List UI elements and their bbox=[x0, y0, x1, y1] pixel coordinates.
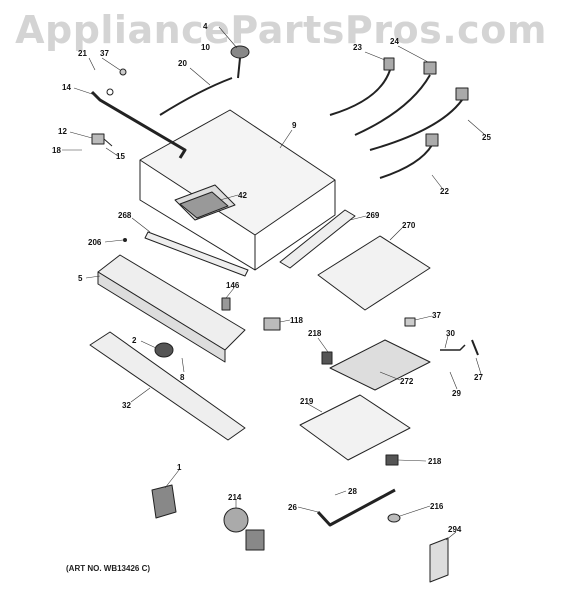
callout-18: 18 bbox=[52, 146, 61, 155]
bracket-272 bbox=[329, 339, 431, 391]
thermo-30 bbox=[440, 344, 466, 351]
callout-30: 30 bbox=[446, 329, 455, 338]
callout-2: 2 bbox=[132, 336, 137, 345]
art-number: (ART NO. WB13426 C) bbox=[66, 564, 151, 573]
callout-20: 20 bbox=[178, 59, 187, 68]
callout-219: 219 bbox=[300, 397, 314, 406]
callout-37b: 37 bbox=[432, 311, 441, 320]
igniter-218-lower bbox=[385, 454, 399, 466]
sensor-27 bbox=[471, 339, 479, 356]
callout-28: 28 bbox=[348, 487, 357, 496]
callout-24: 24 bbox=[390, 37, 399, 46]
callout-12: 12 bbox=[58, 127, 67, 136]
callout-272: 272 bbox=[400, 377, 414, 386]
callout-218-lower: 218 bbox=[428, 457, 442, 466]
callout-10: 10 bbox=[201, 43, 210, 52]
callout-labels: 4 10 21 37 20 23 24 14 9 25 12 18 15 42 … bbox=[52, 22, 491, 534]
clip-118 bbox=[263, 317, 281, 331]
gas-manifold bbox=[90, 68, 187, 159]
burner-box bbox=[139, 109, 336, 271]
valve-tubes bbox=[329, 57, 469, 179]
callout-216: 216 bbox=[430, 502, 444, 511]
callout-146: 146 bbox=[226, 281, 240, 290]
bracket-294 bbox=[429, 537, 449, 583]
callout-42: 42 bbox=[238, 191, 247, 200]
callout-5: 5 bbox=[78, 274, 83, 283]
literature-1 bbox=[151, 484, 177, 519]
callout-26: 26 bbox=[288, 503, 297, 512]
heat-shield-270 bbox=[317, 235, 431, 311]
callout-22: 22 bbox=[440, 187, 449, 196]
control-knob bbox=[154, 342, 174, 358]
callout-15: 15 bbox=[116, 152, 125, 161]
nut-216 bbox=[387, 513, 401, 523]
clip-37-lower bbox=[404, 317, 416, 327]
callout-1: 1 bbox=[177, 463, 182, 472]
burner-tube-26 bbox=[316, 488, 396, 527]
igniter-218-upper bbox=[321, 351, 333, 365]
callout-218-upper: 218 bbox=[308, 329, 322, 338]
callout-32: 32 bbox=[122, 401, 131, 410]
callout-118: 118 bbox=[290, 316, 303, 325]
callout-214: 214 bbox=[228, 493, 242, 502]
callout-14: 14 bbox=[62, 83, 71, 92]
callout-27: 27 bbox=[474, 373, 483, 382]
heat-shield-219 bbox=[299, 394, 411, 461]
callout-9: 9 bbox=[292, 121, 297, 130]
callout-29: 29 bbox=[452, 389, 461, 398]
callout-270: 270 bbox=[402, 221, 416, 230]
gas-valve bbox=[223, 507, 265, 551]
callout-37: 37 bbox=[100, 49, 109, 58]
top-igniter bbox=[230, 45, 250, 79]
lower-panel-32 bbox=[89, 331, 246, 441]
callout-294: 294 bbox=[448, 525, 462, 534]
callout-8: 8 bbox=[180, 373, 185, 382]
regulator bbox=[91, 133, 113, 147]
callout-206: 206 bbox=[88, 238, 102, 247]
callout-269: 269 bbox=[366, 211, 380, 220]
bracket-269 bbox=[279, 209, 356, 269]
screw-206 bbox=[123, 238, 127, 242]
callout-25: 25 bbox=[482, 133, 491, 142]
callout-268: 268 bbox=[118, 211, 132, 220]
watermark: AppliancePartsPros.com bbox=[15, 8, 547, 52]
callout-21: 21 bbox=[78, 49, 87, 58]
front-panel bbox=[97, 254, 246, 363]
gas-tube bbox=[159, 77, 233, 116]
callout-23: 23 bbox=[353, 43, 362, 52]
callout-4: 4 bbox=[203, 22, 208, 31]
bracket-268 bbox=[144, 231, 249, 277]
